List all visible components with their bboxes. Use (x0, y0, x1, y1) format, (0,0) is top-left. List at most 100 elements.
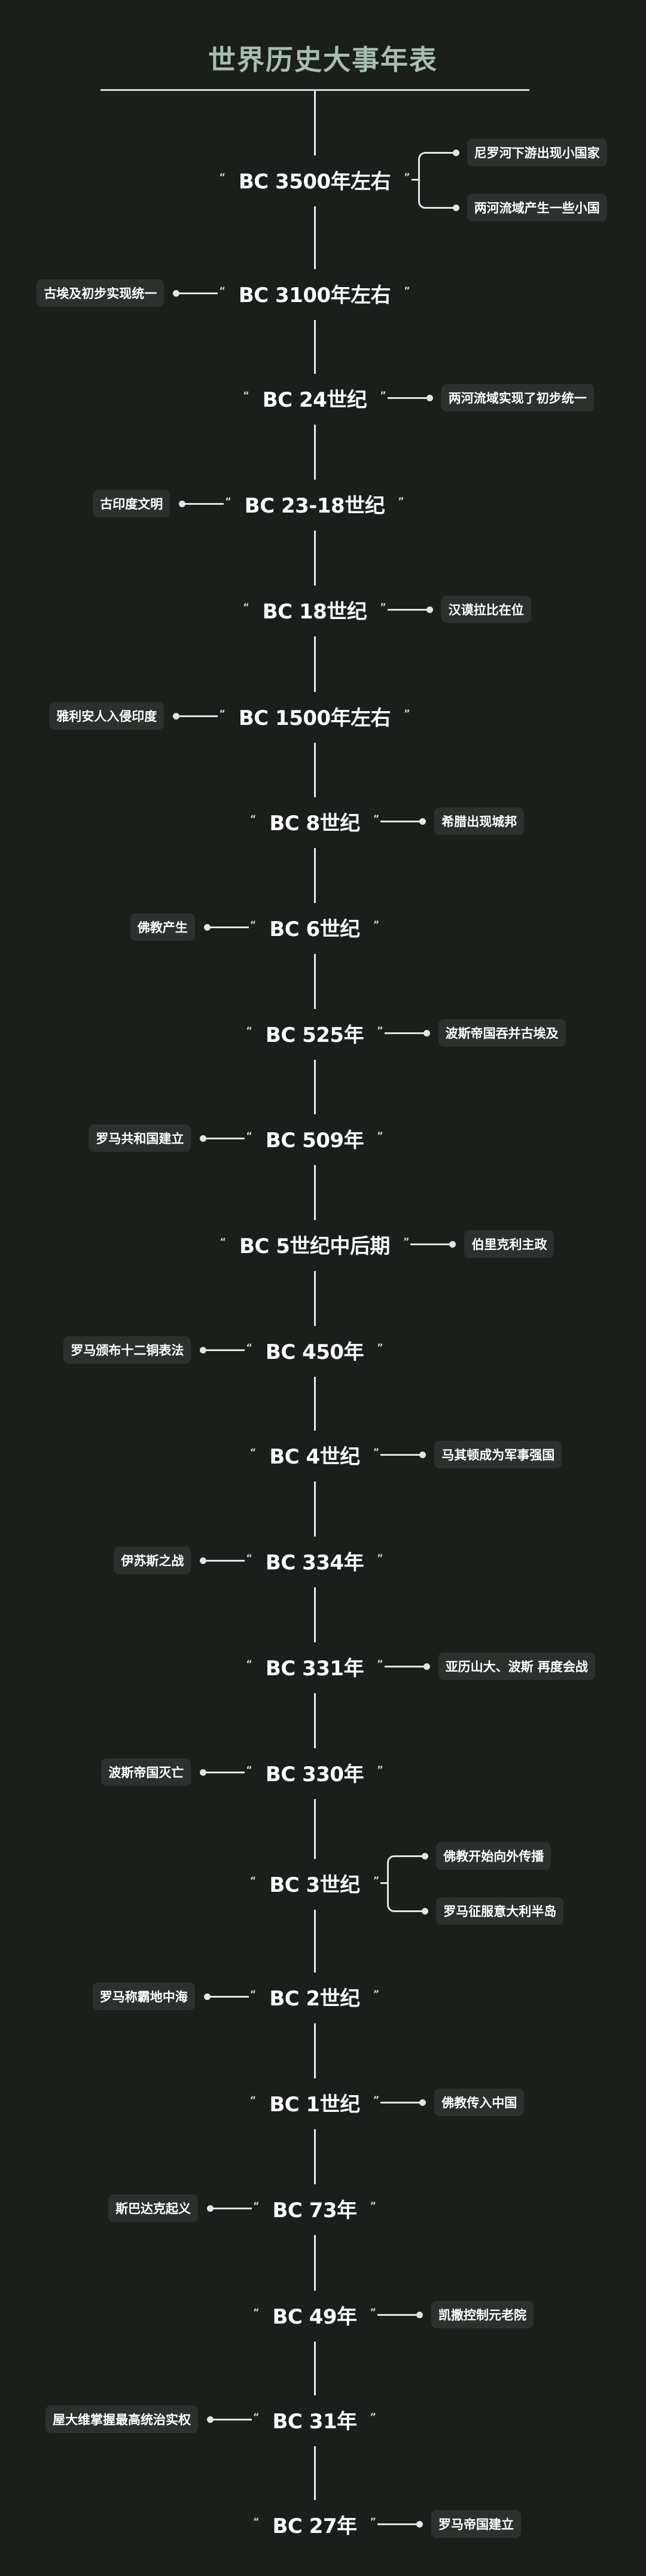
timeline-spine-segment (314, 1693, 316, 1748)
bracket-stub (380, 1882, 388, 1884)
close-quote-mark: ” (398, 495, 404, 507)
open-quote-mark: “ (246, 1658, 252, 1669)
connector-line (203, 1772, 245, 1773)
connector-line (410, 1243, 453, 1245)
event-card[interactable]: 汉谟拉比在位 (441, 596, 531, 623)
timeline-spine-segment (314, 1271, 316, 1326)
event-card[interactable]: 罗马帝国建立 (431, 2510, 522, 2538)
connector-line (176, 292, 218, 294)
date-label: BC 3100年左右 (238, 283, 391, 307)
open-quote-mark: “ (246, 1552, 252, 1563)
date-node[interactable]: “BC 525年” (246, 1015, 383, 1051)
close-quote-mark: ” (377, 1658, 383, 1669)
open-quote-mark: “ (219, 708, 226, 719)
event-card[interactable]: 罗马征服意大利半岛 (436, 1897, 564, 1925)
timeline-spine-segment (314, 1481, 316, 1537)
open-quote-mark: “ (246, 1130, 252, 1141)
event-card[interactable]: 伯里克利主政 (464, 1230, 554, 1258)
event-card[interactable]: 佛教产生 (130, 913, 195, 941)
close-quote-mark: ” (370, 2306, 377, 2318)
date-node[interactable]: “BC 1500年左右” (219, 698, 410, 734)
event-card[interactable]: 两河流域产生一些小国 (467, 194, 607, 221)
connector-dot (452, 150, 459, 156)
date-node[interactable]: “BC 4世纪” (250, 1437, 379, 1473)
connector-line (203, 1560, 245, 1562)
event-card[interactable]: 波斯帝国灭亡 (101, 1758, 191, 1786)
timeline-spine-segment (314, 320, 316, 374)
date-node[interactable]: “BC 450年” (246, 1332, 383, 1368)
date-node[interactable]: “BC 23-18世纪” (225, 486, 404, 522)
timeline-event: “BC 331年” 亚历山大、波斯 再度会战 (0, 1648, 646, 1684)
timeline-event: “BC 24世纪” 两河流域实现了初步统一 (0, 380, 646, 416)
date-node[interactable]: “BC 5世纪中后期” (220, 1226, 410, 1262)
date-node[interactable]: “BC 31年” (253, 2401, 376, 2437)
date-node[interactable]: “BC 509年” (246, 1120, 383, 1156)
event-card[interactable]: 伊苏斯之战 (114, 1547, 191, 1574)
open-quote-mark: “ (243, 389, 249, 401)
timeline-event: “BC 4世纪” 马其顿成为军事强国 (0, 1437, 646, 1473)
open-quote-mark: “ (243, 601, 249, 612)
date-node[interactable]: “BC 1世纪” (250, 2084, 379, 2120)
date-node[interactable]: “BC 49年” (253, 2297, 376, 2333)
connector-line (209, 2208, 252, 2209)
timeline-spine-segment (314, 1377, 316, 1431)
close-quote-mark: ” (377, 1342, 383, 1353)
date-node[interactable]: “BC 3世纪” (250, 1865, 379, 1901)
date-node[interactable]: “BC 330年” (246, 1754, 383, 1790)
event-card[interactable]: 两河流域实现了初步统一 (441, 384, 594, 411)
event-card[interactable]: 斯巴达克起义 (108, 2194, 198, 2222)
event-card[interactable]: 凯撒控制元老院 (431, 2301, 534, 2328)
event-card[interactable]: 罗马颁布十二铜表法 (63, 1336, 191, 1364)
date-label: BC 1500年左右 (238, 706, 391, 730)
date-label: BC 73年 (272, 2198, 357, 2223)
event-card[interactable]: 雅利安人入侵印度 (49, 702, 164, 730)
event-card[interactable]: 波斯帝国吞并古埃及 (438, 1019, 566, 1047)
date-node[interactable]: “BC 334年” (246, 1542, 383, 1578)
timeline-spine-segment (314, 2129, 316, 2184)
date-node[interactable]: “BC 3100年左右” (219, 275, 410, 311)
event-card[interactable]: 罗马称霸地中海 (92, 1983, 195, 2010)
date-label: BC 509年 (265, 1128, 364, 1153)
connector-dot (200, 1135, 207, 1142)
date-node[interactable]: “BC 331年” (246, 1648, 383, 1684)
date-label: BC 31年 (272, 2409, 357, 2434)
event-card[interactable]: 尼罗河下游出现小国家 (467, 139, 607, 166)
open-quote-mark: “ (252, 2516, 260, 2527)
close-quote-mark: ” (404, 171, 410, 182)
event-card[interactable]: 希腊出现城邦 (434, 807, 525, 835)
timeline-event: “BC 49年”凯撒控制元老院 (0, 2297, 646, 2333)
connector-dot (426, 395, 433, 401)
open-quote-mark: “ (249, 2094, 257, 2105)
event-card[interactable]: 亚历山大、波斯 再度会战 (438, 1653, 595, 1680)
date-label: BC 6世纪 (269, 917, 360, 941)
date-label: BC 49年 (272, 2304, 357, 2329)
close-quote-mark: ” (377, 1552, 383, 1563)
date-node[interactable]: “BC 2世纪” (250, 1979, 379, 2014)
connector-line (384, 1032, 426, 1034)
date-node[interactable]: “BC 27年” (253, 2506, 376, 2542)
event-card[interactable]: 屋大维掌握最高统治实权 (45, 2406, 198, 2433)
event-card[interactable]: 马其顿成为军事强国 (434, 1441, 562, 1468)
timeline-spine-segment (314, 1799, 316, 1859)
event-card[interactable]: 古印度文明 (93, 490, 170, 517)
connector-line (377, 2314, 420, 2316)
timeline-spine-segment (314, 531, 316, 586)
event-card[interactable]: 佛教传入中国 (434, 2089, 525, 2116)
event-card[interactable]: 罗马共和国建立 (89, 1124, 191, 1152)
date-node[interactable]: “BC 3500年左右” (219, 161, 410, 197)
event-card[interactable]: 佛教开始向外传播 (436, 1842, 551, 1870)
connector-line (380, 1454, 423, 1456)
timeline-spine-segment (314, 91, 316, 156)
date-node[interactable]: “BC 6世纪” (250, 909, 379, 945)
connector-dot (419, 2099, 426, 2106)
timeline-spine-segment (314, 954, 316, 1009)
date-node[interactable]: “BC 24世纪” (243, 380, 386, 416)
date-node[interactable]: “BC 18世纪” (243, 592, 386, 627)
event-card[interactable]: 古埃及初步实现统一 (36, 279, 164, 307)
timeline-event: “BC 8世纪” 希腊出现城邦 (0, 803, 646, 839)
close-quote-mark: ” (373, 1874, 380, 1886)
date-node[interactable]: “BC 8世纪” (250, 803, 379, 839)
connector-line (384, 1666, 426, 1667)
timeline-spine-segment (314, 743, 316, 797)
date-node[interactable]: “BC 73年” (253, 2190, 376, 2226)
